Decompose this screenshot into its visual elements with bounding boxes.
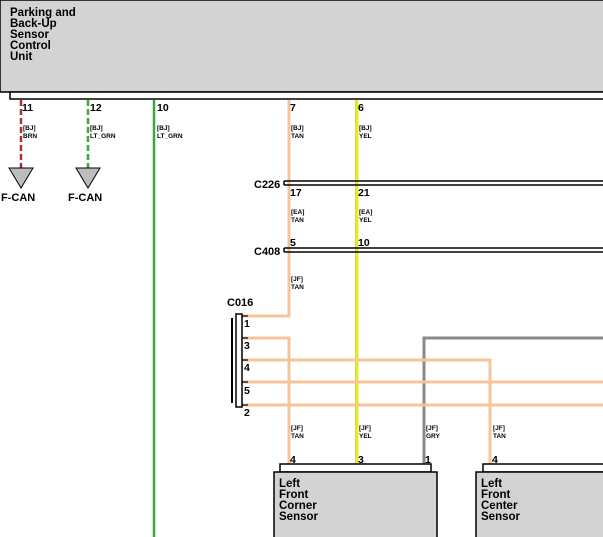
control-unit-box[interactable]	[0, 0, 603, 93]
c408-pin-label: 10	[358, 237, 370, 249]
f-can-label: F-CAN	[68, 192, 102, 204]
center-sensor-label-line: Left	[481, 478, 502, 490]
wire-corner-4-circuit: [JF]	[291, 425, 303, 432]
wire-7-color: TAN	[291, 284, 304, 291]
wire-7-color: TAN	[291, 217, 304, 224]
corner-sensor-label-line: Left	[279, 478, 300, 490]
c016-connector-body[interactable]	[235, 313, 243, 408]
c226-pin-label: 17	[290, 187, 302, 199]
c016-pin-label: 5	[244, 385, 250, 397]
center-sensor-label-line: Sensor	[481, 511, 521, 523]
wire-7-circuit: [EA]	[291, 209, 304, 216]
c408-label: C408	[254, 246, 280, 258]
pin-11-label: 11	[22, 102, 33, 114]
wire-c016-4-tan[interactable]	[242, 358, 492, 465]
wire-7-color: TAN	[291, 133, 304, 140]
corner-sensor-label-line: Corner	[279, 500, 317, 512]
f-can-ground-symbol	[8, 167, 34, 189]
center-sensor-label-line: Center	[481, 500, 518, 512]
f-can-label: F-CAN	[1, 192, 35, 204]
corner-sensor-pin-label: 1	[425, 454, 431, 466]
f-can-ground-symbol	[75, 167, 101, 189]
c016-pin-label: 2	[244, 407, 250, 419]
corner-sensor-label-line: Sensor	[279, 511, 319, 523]
c016-pin-label: 4	[244, 362, 250, 374]
corner-sensor-label-line: Front	[279, 489, 309, 501]
wire-corner-1-color: GRY	[426, 433, 441, 440]
center-sensor-pin-label: 4	[492, 454, 498, 466]
wire-6-circuit: [BJ]	[359, 125, 372, 132]
left-front-corner-sensor-box[interactable]	[273, 471, 438, 537]
corner-sensor-pin-label: 4	[290, 454, 296, 466]
wire-6-circuit: [EA]	[359, 209, 372, 216]
corner-sensor-connector-strip	[279, 463, 432, 473]
c016-pin-label: 3	[244, 340, 250, 352]
wire-7-tan[interactable]	[242, 100, 291, 318]
pin-7-label: 7	[290, 102, 296, 114]
wire-gry[interactable]	[422, 336, 603, 465]
wire-11-color: BRN	[23, 133, 37, 140]
control-unit-label-line: Unit	[10, 51, 33, 63]
left-front-center-sensor-label: Left Front Center Sensor	[481, 478, 521, 523]
control-unit-connector-strip	[9, 91, 603, 100]
wire-corner-3-circuit: [JF]	[359, 425, 371, 432]
center-sensor-label-line: Front	[481, 489, 511, 501]
c016-pin-label: 1	[244, 318, 250, 330]
wire-c016-3-tan[interactable]	[242, 336, 291, 465]
pin-6-label: 6	[358, 102, 364, 114]
wire-7-circuit: [JF]	[291, 276, 303, 283]
control-unit-label-line: Parking and	[10, 7, 76, 19]
pin-10-label: 10	[157, 102, 169, 114]
wire-6-color: YEL	[359, 217, 372, 224]
wire-corner-3-color: YEL	[359, 433, 372, 440]
c226-label: C226	[254, 179, 280, 191]
left-front-center-sensor-box[interactable]	[475, 471, 603, 537]
c408-pin-label: 5	[290, 237, 296, 249]
wire-11-circuit: [BJ]	[23, 125, 36, 132]
wire-7-circuit: [BJ]	[291, 125, 304, 132]
wire-12-color: LT_GRN	[90, 133, 116, 140]
control-unit-label: Parking and Back-Up Sensor Control Unit	[10, 7, 76, 63]
wire-center-4-color: TAN	[493, 433, 506, 440]
wire-corner-1-circuit: [JF]	[426, 425, 438, 432]
wire-10-color: LT_GRN	[157, 133, 183, 140]
wire-10-circuit: [BJ]	[157, 125, 170, 132]
pin-12-label: 12	[90, 102, 102, 114]
left-front-corner-sensor-label: Left Front Corner Sensor	[279, 478, 319, 523]
control-unit-label-line: Sensor	[10, 29, 50, 41]
c226-pin-label: 21	[358, 187, 370, 199]
c016-label: C016	[227, 297, 253, 309]
corner-sensor-pin-label: 3	[358, 454, 364, 466]
wire-center-4-circuit: [JF]	[493, 425, 505, 432]
center-sensor-connector-strip	[482, 463, 603, 473]
wire-12-circuit: [BJ]	[90, 125, 103, 132]
wire-6-color: YEL	[359, 133, 372, 140]
control-unit-label-line: Control	[10, 40, 51, 52]
wire-corner-4-color: TAN	[291, 433, 304, 440]
control-unit-label-line: Back-Up	[10, 18, 57, 30]
